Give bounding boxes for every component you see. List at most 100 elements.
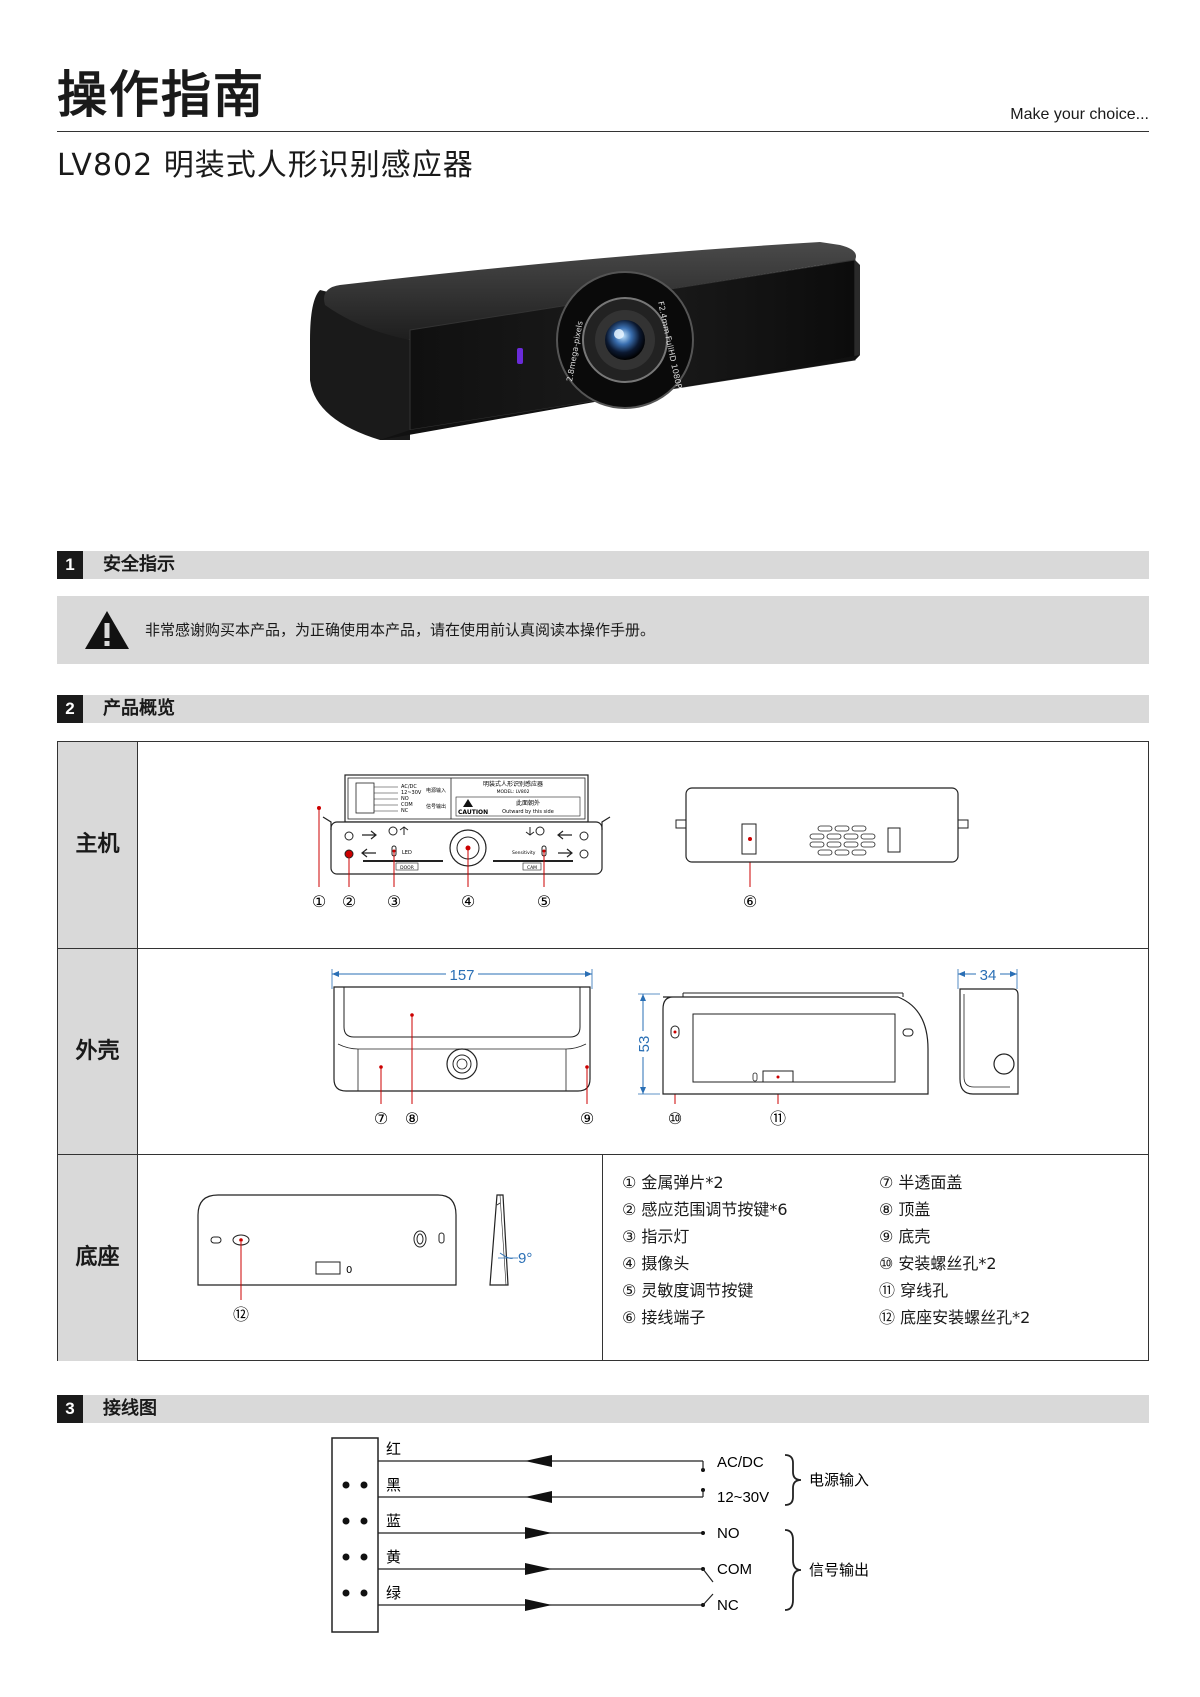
- callout-3: ③: [387, 892, 401, 911]
- dimension-width-value: 157: [449, 967, 474, 984]
- legend-item: ① 金属弹片*2: [622, 1173, 724, 1192]
- terminal-label-acdc: AC/DC: [717, 1454, 764, 1471]
- label-signal-line: COM: [401, 802, 413, 808]
- dimension-depth-value: 34: [980, 967, 997, 984]
- label-signal-line: NO: [401, 796, 409, 802]
- wire-label-red: 红: [386, 1440, 401, 1458]
- safety-notice: 非常感谢购买本产品，为正确使用本产品，请在使用前认真阅读本操作手册。: [57, 596, 1149, 664]
- title-divider: [57, 131, 1149, 132]
- dimension-width: 157: [331, 965, 593, 989]
- section-number: 3: [57, 1395, 83, 1423]
- label-caution-cn: 此面朝外: [516, 799, 540, 807]
- section-header-safety: 1 安全指示: [57, 551, 1149, 579]
- callout-1: ①: [312, 892, 326, 911]
- legend-item: ⑪ 穿线孔: [879, 1281, 949, 1300]
- terminal-points: [701, 1468, 705, 1607]
- legend-item: ⑨ 底壳: [879, 1227, 931, 1246]
- callout-7: ⑦: [374, 1109, 388, 1128]
- power-brace: [784, 1454, 802, 1506]
- wire-arrows: [525, 1455, 552, 1611]
- terminal-label-no: NO: [717, 1525, 740, 1542]
- label-power-line: 12~30V: [401, 790, 422, 796]
- terminal-label-nc: NC: [717, 1597, 739, 1614]
- product-overview-table: 主机 外壳 底座 AC/DC 12~30V NO COM NC 电源输入 信号输…: [57, 741, 1149, 1361]
- product-photo: 2.8mega-pixels F2.4mm FullHD 1080P: [310, 242, 860, 440]
- terminal-block: [331, 1437, 379, 1633]
- sensitivity-label: Sensitivity: [512, 850, 536, 856]
- legend-item: ⑥ 接线端子: [622, 1308, 706, 1327]
- dimension-height: 53: [633, 993, 660, 1095]
- wire-label-green: 绿: [386, 1584, 401, 1602]
- label-model: MODEL: LV802: [497, 789, 530, 795]
- label-product-name: 明装式人形识别感应器: [483, 780, 543, 788]
- housing-diagram: 157 ⑦ ⑧ ⑨: [331, 965, 1019, 1128]
- legend-item: ⑩ 安装螺丝孔*2: [879, 1254, 997, 1273]
- main-unit-front-view: AC/DC 12~30V NO COM NC 电源输入 信号输出 明装式人形识别…: [317, 774, 611, 875]
- wire-label-yellow: 黄: [386, 1548, 401, 1566]
- label-power-line: AC/DC: [401, 784, 417, 790]
- led-label: LED: [402, 850, 412, 856]
- legend-item: ⑦ 半透面盖: [879, 1173, 963, 1192]
- wiring-diagram: 红 黑 蓝 黄 绿 AC/DC 12~30V NO COM NC 电源输入 信号…: [331, 1437, 869, 1633]
- row-label-base: 底座: [58, 1155, 138, 1361]
- base-angle: 9°: [518, 1250, 532, 1267]
- row-divider: [58, 1154, 1148, 1155]
- callout-10: ⑩: [668, 1109, 682, 1128]
- indicator-led: [517, 348, 523, 364]
- main-unit-rear-view: [675, 787, 969, 863]
- row-label-main-unit: 主机: [58, 742, 138, 948]
- callout-6: ⑥: [743, 892, 757, 911]
- legend-item: ⑫ 底座安装螺丝孔*2: [879, 1308, 1031, 1327]
- section-title: 产品概览: [103, 698, 175, 719]
- wire-label-black: 黑: [386, 1476, 401, 1494]
- dimension-height-value: 53: [636, 1036, 653, 1053]
- callout-12: ⑫: [233, 1305, 249, 1324]
- legend-item: ⑧ 顶盖: [879, 1200, 931, 1219]
- label-caution: CAUTION: [458, 809, 488, 816]
- section-title: 接线图: [103, 1398, 157, 1419]
- wire-label-blue: 蓝: [386, 1512, 401, 1530]
- terminal-label-com: COM: [717, 1561, 752, 1578]
- legend-item: ⑤ 灵敏度调节按键: [622, 1281, 754, 1300]
- base-side-view: 9°: [489, 1194, 532, 1286]
- section-header-overview: 2 产品概览: [57, 695, 1149, 723]
- page-title: 操作指南: [57, 66, 265, 124]
- base-front-view: 0: [197, 1194, 457, 1286]
- terminal-label-voltage: 12~30V: [717, 1489, 769, 1506]
- signal-group-label: 信号输出: [809, 1561, 869, 1579]
- column-divider: [602, 1154, 603, 1361]
- tagline: Make your choice...: [1010, 106, 1149, 123]
- legend-item: ③ 指示灯: [622, 1227, 690, 1246]
- section-title: 安全指示: [103, 554, 175, 575]
- legend-item: ④ 摄像头: [622, 1254, 690, 1273]
- legend-item: ② 感应范围调节按键*6: [622, 1200, 788, 1219]
- door-label: DOOR: [400, 865, 414, 871]
- callout-9: ⑨: [580, 1109, 594, 1128]
- row-divider: [58, 948, 1148, 949]
- label-power-group: 电源输入: [426, 787, 446, 794]
- callout-11: ⑪: [770, 1109, 786, 1128]
- base-diagram: 0 ⑫ 9°: [197, 1194, 532, 1324]
- caution-triangle-icon: [463, 799, 473, 807]
- label-signal-group: 信号输出: [426, 803, 446, 810]
- housing-front-view: [333, 986, 591, 1092]
- terminal-block: [355, 782, 398, 814]
- callout-2: ②: [342, 892, 356, 911]
- safety-text: 非常感谢购买本产品，为正确使用本产品，请在使用前认真阅读本操作手册。: [145, 621, 656, 639]
- housing-side-view: [959, 988, 1019, 1095]
- warning-triangle-icon: [85, 611, 129, 649]
- terminal-pins: [342, 1481, 368, 1597]
- callout-5: ⑤: [537, 892, 551, 911]
- section-number: 2: [57, 695, 83, 723]
- label-signal-line: NC: [401, 808, 409, 814]
- cam-label: CAM: [527, 865, 537, 871]
- row-label-housing: 外壳: [58, 949, 138, 1154]
- page-subtitle: LV802 明装式人形识别感应器: [57, 148, 474, 183]
- camera-lens: [556, 271, 694, 409]
- callout-8: ⑧: [405, 1109, 419, 1128]
- housing-rear-view: [662, 992, 929, 1095]
- section-header-wiring: 3 接线图: [57, 1395, 1149, 1423]
- base-small-mark: 0: [346, 1265, 352, 1276]
- power-group-label: 电源输入: [809, 1471, 869, 1489]
- signal-brace: [784, 1529, 802, 1611]
